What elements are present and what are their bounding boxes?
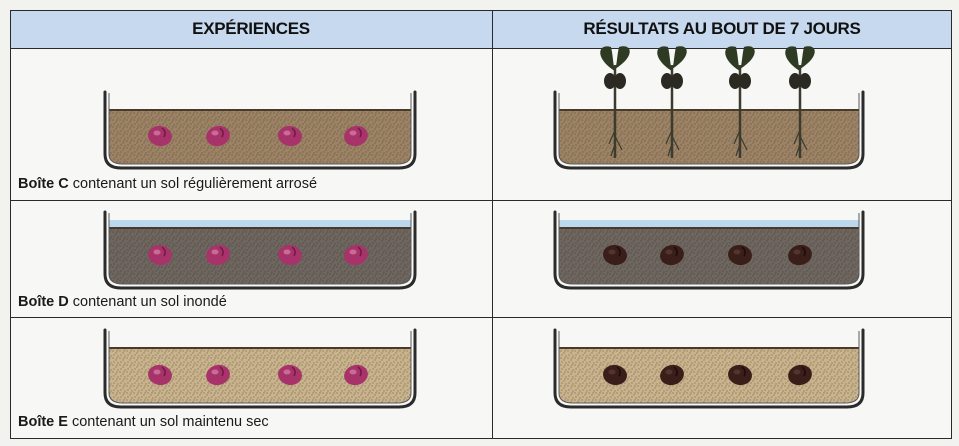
seed-highlight-res-e-1 bbox=[666, 370, 673, 375]
seed-highlight-res-e-2 bbox=[734, 370, 741, 375]
seed-highlight-exp-c-1 bbox=[212, 131, 219, 136]
seed-highlight-exp-d-2 bbox=[284, 250, 291, 255]
plant-leaf-right-res-c-2 bbox=[740, 46, 755, 69]
seed-highlight-exp-c-3 bbox=[350, 131, 357, 136]
seed-highlight-exp-c-0 bbox=[154, 131, 161, 136]
seed-highlight-exp-d-3 bbox=[350, 250, 357, 255]
box-e-label: Boîte E bbox=[18, 414, 68, 430]
box-d-label: Boîte D bbox=[18, 294, 69, 310]
box-c-label: Boîte C bbox=[18, 176, 69, 192]
soil-texture-res-c bbox=[559, 110, 859, 164]
plant-leaf-left-res-c-2 bbox=[725, 46, 740, 71]
box-c-description: contenant un sol régulièrement arrosé bbox=[73, 176, 317, 192]
seed-highlight-res-e-3 bbox=[794, 370, 801, 375]
plant-leaf-right-res-c-1 bbox=[672, 46, 687, 69]
plant-leaf-left-res-c-0 bbox=[600, 46, 615, 71]
seed-highlight-res-d-3 bbox=[794, 250, 801, 255]
box-d-description: contenant un sol inondé bbox=[73, 294, 227, 310]
seed-highlight-res-e-0 bbox=[609, 370, 616, 375]
plant-cotyledon-right-res-c-2 bbox=[739, 73, 751, 89]
seed-highlight-exp-e-1 bbox=[212, 370, 219, 375]
seed-highlight-exp-e-3 bbox=[350, 370, 357, 375]
plant-cotyledon-right-res-c-1 bbox=[671, 73, 683, 89]
seed-highlight-exp-e-2 bbox=[284, 370, 291, 375]
caption-box-c: Boîte C contenant un sol régulièrement a… bbox=[18, 176, 317, 192]
seed-highlight-res-d-0 bbox=[609, 250, 616, 255]
seed-highlight-exp-d-1 bbox=[212, 250, 219, 255]
seed-highlight-exp-c-2 bbox=[284, 131, 291, 136]
seed-highlight-res-d-1 bbox=[666, 250, 673, 255]
plant-cotyledon-right-res-c-3 bbox=[799, 73, 811, 89]
plant-leaf-right-res-c-3 bbox=[800, 46, 815, 69]
seed-highlight-exp-d-0 bbox=[154, 250, 161, 255]
plant-leaf-left-res-c-3 bbox=[785, 46, 800, 71]
seed-highlight-exp-e-0 bbox=[154, 370, 161, 375]
caption-box-d: Boîte D contenant un sol inondé bbox=[18, 294, 227, 310]
plant-leaf-left-res-c-1 bbox=[657, 46, 672, 71]
seed-highlight-res-d-2 bbox=[734, 250, 741, 255]
box-e-description: contenant un sol maintenu sec bbox=[72, 414, 269, 430]
plant-leaf-right-res-c-0 bbox=[615, 46, 630, 69]
caption-box-e: Boîte E contenant un sol maintenu sec bbox=[18, 414, 269, 430]
plant-cotyledon-right-res-c-0 bbox=[614, 73, 626, 89]
